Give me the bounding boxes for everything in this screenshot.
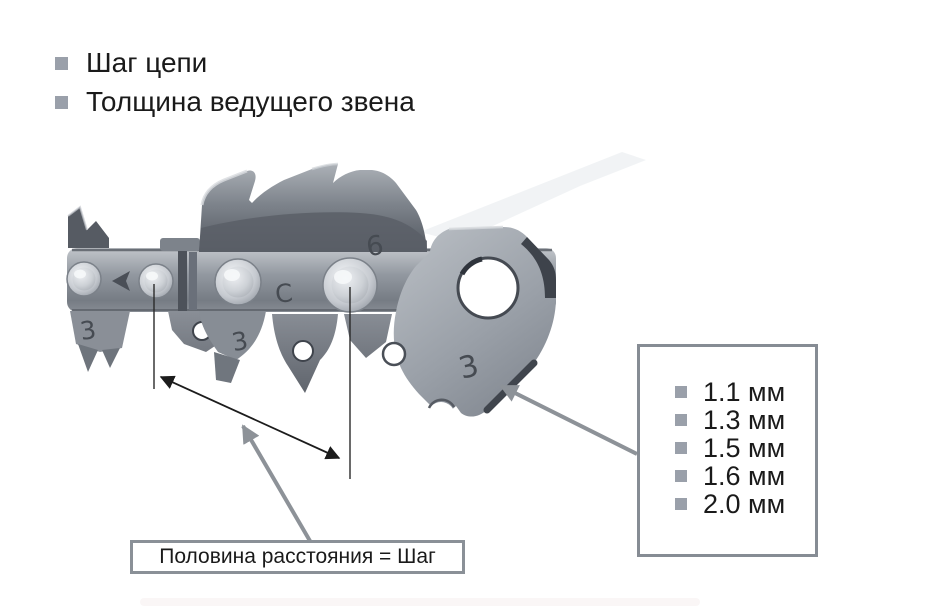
gauge-value: 2.0 мм <box>703 488 786 519</box>
left-bumper-spikes <box>68 207 109 248</box>
square-bullet-icon <box>675 414 687 426</box>
leader-gauge-box <box>499 384 638 456</box>
gauge-value: 1.5 мм <box>703 432 786 463</box>
square-bullet-icon <box>675 498 687 510</box>
gauge-item: 1.1 мм <box>675 376 815 407</box>
chain-highlight-swoosh <box>420 152 646 242</box>
square-bullet-icon <box>675 442 687 454</box>
stamp-cutter-3: 3 <box>230 326 251 357</box>
gauge-value: 1.1 мм <box>703 376 786 407</box>
rivet-1 <box>66 261 102 297</box>
stamp-c: C <box>274 278 294 309</box>
square-bullet-icon <box>55 95 68 109</box>
gauge-item: 1.6 мм <box>675 460 815 491</box>
gauge-item: 1.5 мм <box>675 432 815 463</box>
cutter-top-plate <box>199 162 427 252</box>
legend: Шаг цепи Толщина ведущего звена <box>55 48 415 126</box>
rivet-2 <box>138 263 174 299</box>
pitch-measurement <box>153 284 351 479</box>
gauge-value: 1.3 мм <box>703 404 786 435</box>
gauge-values-box: 1.1 мм 1.3 мм 1.5 мм 1.6 мм 2.0 мм <box>637 344 818 557</box>
bottom-watermark-smudge <box>140 598 700 606</box>
direction-arrow-stamp <box>112 271 130 291</box>
square-bullet-icon <box>55 56 68 70</box>
link-joint <box>160 238 200 311</box>
left-bumper-highlight <box>67 205 88 231</box>
gauge-item: 1.3 мм <box>675 404 815 435</box>
stamp-6: 6 <box>364 230 385 263</box>
pitch-note-label: Половина расстояния = Шаг <box>159 545 436 568</box>
drive-link-hole-2 <box>292 340 314 362</box>
square-bullet-icon <box>675 386 687 398</box>
right-link <box>381 225 556 430</box>
gauge-value: 1.6 мм <box>703 460 786 491</box>
stamp-left-3: 3 <box>78 315 98 346</box>
right-link-small-hole <box>381 341 407 367</box>
legend-label-gauge: Толщина ведущего звена <box>86 86 415 117</box>
rivets <box>66 257 378 313</box>
rivet-3 <box>214 258 262 306</box>
gauge-item: 2.0 мм <box>675 488 815 519</box>
measure-arrow <box>159 375 341 460</box>
rivet-4 <box>322 257 378 313</box>
legend-label-pitch: Шаг цепи <box>86 47 208 78</box>
leader-pitch-note <box>241 424 312 543</box>
right-link-big-hole <box>456 256 520 320</box>
square-bullet-icon <box>675 470 687 482</box>
legend-item-gauge: Толщина ведущего звена <box>55 87 415 117</box>
pitch-note-box: Половина расстояния = Шаг <box>130 540 465 574</box>
drive-links <box>70 311 392 393</box>
legend-item-pitch: Шаг цепи <box>55 48 415 78</box>
